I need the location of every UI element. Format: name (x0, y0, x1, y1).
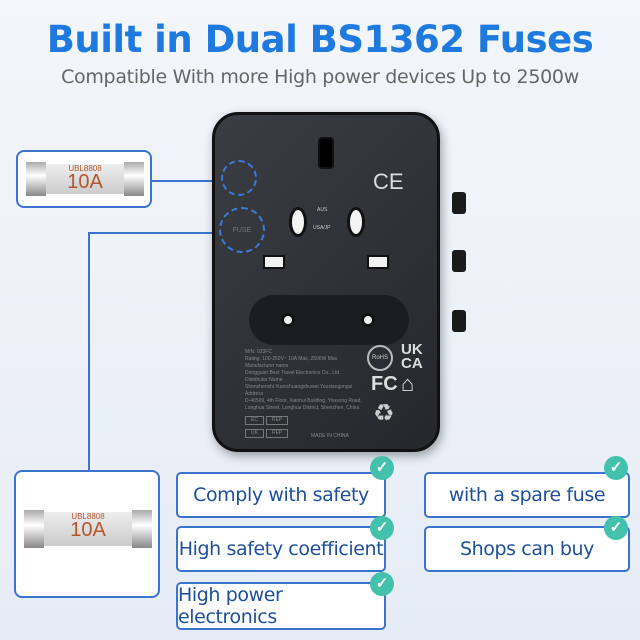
label-line: Shenzhenshi Yuanchuangshuwei Youxiangong… (245, 384, 353, 390)
ukca-mark: UK CA (401, 341, 423, 372)
fuse-brand: UBL8808 (68, 164, 102, 173)
label-line: Dongguan Best Travel Electronics Co., Lt… (245, 370, 341, 376)
ce-mark: CE (373, 169, 404, 194)
fuse-holder-2[interactable]: FUSE (219, 207, 265, 253)
label-line: Longhua Street, Longhua District, Shenzh… (245, 405, 360, 411)
travel-adapter: CE FUSE AUS USA/JP M/N: 033FC Rating: 10… (212, 112, 440, 452)
feature-shops-can-buy: Shops can buy (424, 526, 630, 572)
socket-hole (289, 207, 307, 237)
label-line: Manufacturer name (245, 363, 289, 369)
check-icon: ✓ (604, 456, 628, 480)
fuse-image: UBL8808 10A (26, 162, 144, 196)
fuse-card-top: UBL8808 10A (16, 150, 152, 208)
made-in-label: MADE IN CHINA (311, 433, 349, 439)
indicator-top: AUS (317, 207, 328, 213)
page-title: Built in Dual BS1362 Fuses (46, 18, 594, 61)
plug-pin (452, 192, 466, 214)
socket-hole (361, 313, 375, 327)
top-slot (318, 137, 334, 169)
label-line: D-40509, 4th Floor, Xianhui Building, Yo… (245, 398, 362, 404)
rep-code: UK (245, 429, 264, 438)
rep-tag: REP (265, 416, 289, 425)
label-line: Distributor Name (245, 377, 283, 383)
home-icon: ⌂ (401, 371, 415, 396)
plug-pin (452, 250, 466, 272)
rohs-mark: RoHS (367, 345, 393, 371)
check-icon: ✓ (604, 516, 628, 540)
feature-spare-fuse: with a spare fuse (424, 472, 630, 518)
feature-high-power: High power electronics (176, 582, 386, 630)
recycle-icon: ♻ (373, 400, 395, 427)
feature-safety-coefficient: High safety coefficient (176, 526, 386, 572)
page-subtitle: Compatible With more High power devices … (61, 66, 579, 88)
connector-line-top (152, 180, 224, 182)
label-line: Rating: 100-250V~ 10A Max, 2500W Max (245, 356, 338, 362)
connector-line-bottom-h (88, 232, 224, 234)
fuse-rating: 10A (67, 171, 103, 193)
rohs-text: RoHS (371, 355, 388, 361)
check-icon: ✓ (370, 456, 394, 480)
fc-mark: FC (371, 373, 398, 395)
indicator-bottom: USA/JP (313, 225, 331, 231)
euro-socket (249, 295, 409, 345)
socket-hole (281, 313, 295, 327)
socket-hole (347, 207, 365, 237)
fuse-brand: UBL8808 (71, 512, 105, 521)
rating-label: M/N: 033FC Rating: 100-250V~ 10A Max, 25… (245, 349, 365, 438)
socket-slot (367, 255, 389, 269)
fuse-cap-label: FUSE (232, 226, 252, 234)
fuse-image: UBL8808 10A (24, 510, 152, 548)
rep-tag: REP (265, 429, 289, 438)
fuse-holder-1[interactable] (221, 160, 257, 196)
fuse-card-bottom: UBL8808 10A (14, 470, 160, 598)
rep-code: EC (245, 416, 264, 425)
socket-slot (263, 255, 285, 269)
connector-line-bottom-v (88, 232, 90, 472)
feature-comply-safety: Comply with safety (176, 472, 386, 518)
fuse-rating: 10A (70, 519, 106, 541)
check-icon: ✓ (370, 516, 394, 540)
plug-pin (452, 310, 466, 332)
check-icon: ✓ (370, 572, 394, 596)
label-line: Address (245, 391, 264, 397)
label-line: M/N: 033FC (245, 349, 272, 355)
